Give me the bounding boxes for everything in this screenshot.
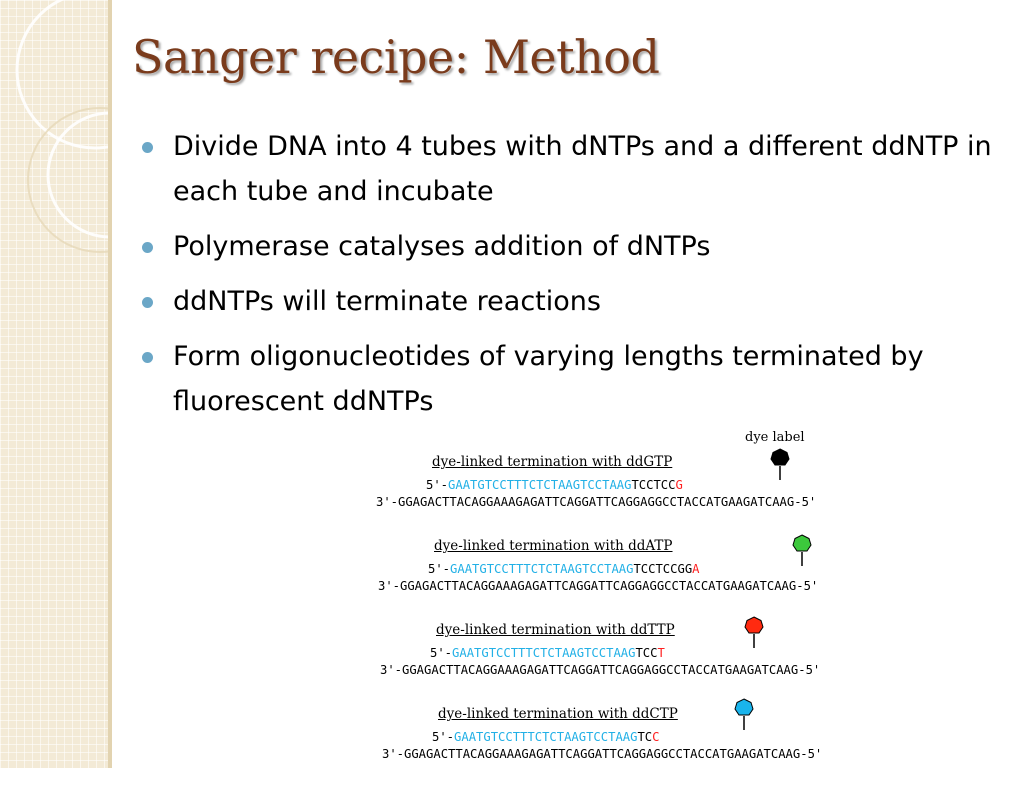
extension-sequence: TCCTCCGG — [633, 562, 693, 576]
decorative-side-band — [0, 0, 112, 768]
side-band-edge — [108, 0, 112, 768]
sanger-termination-figure: dye label dye-linked termination with dd… — [370, 426, 1000, 768]
strand-prefix: 5'- — [432, 730, 455, 744]
template-strand: 3'-GGAGACTTACAGGAAAGAGATTCAGGATTCAGGAGGC… — [380, 663, 821, 677]
primer-sequence: GAATGTCCTTTCTCTAAGTCCTAAG — [448, 478, 632, 492]
bullet-item: Polymerase catalyses addition of dNTPs — [140, 224, 1000, 269]
slide-title: Sanger recipe: Method — [132, 30, 660, 84]
termination-panel-ddgtp: dye-linked termination with ddGTP 5'-GAA… — [370, 448, 1000, 534]
bullet-text: ddNTPs will terminate reactions — [173, 286, 601, 317]
primer-sequence: GAATGTCCTTTCTCTAAGTCCTAAG — [454, 730, 638, 744]
bullet-dot-icon — [142, 297, 153, 308]
terminator-base: T — [657, 646, 665, 660]
panel-caption: dye-linked termination with ddTTP — [436, 622, 675, 638]
extension-sequence: TCC — [635, 646, 658, 660]
bullet-text: Divide DNA into 4 tubes with dNTPs and a… — [173, 131, 992, 207]
dye-marker-icon — [792, 534, 812, 566]
dye-marker-icon — [744, 616, 764, 648]
synthesized-strand: 5'-GAATGTCCTTTCTCTAAGTCCTAAGTCCTCCGGA — [428, 562, 700, 576]
panel-caption: dye-linked termination with ddATP — [434, 538, 673, 554]
synthesized-strand: 5'-GAATGTCCTTTCTCTAAGTCCTAAGTCCT — [430, 646, 665, 660]
strand-prefix: 5'- — [430, 646, 453, 660]
termination-panel-ddatp: dye-linked termination with ddATP 5'-GAA… — [370, 534, 1000, 618]
panel-caption: dye-linked termination with ddCTP — [438, 706, 678, 722]
bullet-dot-icon — [142, 242, 153, 253]
bullet-item: ddNTPs will terminate reactions — [140, 279, 1000, 324]
extension-sequence: TCCTCC — [631, 478, 676, 492]
bullet-text: Polymerase catalyses addition of dNTPs — [173, 231, 711, 262]
terminator-base: A — [692, 562, 700, 576]
synthesized-strand: 5'-GAATGTCCTTTCTCTAAGTCCTAAGTCC — [432, 730, 659, 744]
template-strand: 3'-GGAGACTTACAGGAAAGAGATTCAGGATTCAGGAGGC… — [376, 495, 817, 509]
termination-panel-ddttp: dye-linked termination with ddTTP 5'-GAA… — [370, 616, 1000, 702]
template-strand: 3'-GGAGACTTACAGGAAAGAGATTCAGGATTCAGGAGGC… — [382, 747, 823, 761]
termination-panel-ddctp: dye-linked termination with ddCTP 5'-GAA… — [370, 698, 1000, 786]
panel-caption: dye-linked termination with ddGTP — [432, 454, 673, 470]
bullet-dot-icon — [142, 142, 153, 153]
strand-prefix: 5'- — [426, 478, 449, 492]
bullet-item: Divide DNA into 4 tubes with dNTPs and a… — [140, 124, 1000, 214]
extension-sequence: TC — [637, 730, 653, 744]
primer-sequence: GAATGTCCTTTCTCTAAGTCCTAAG — [452, 646, 636, 660]
dye-marker-icon — [770, 448, 790, 480]
dye-marker-icon — [734, 698, 754, 730]
bullet-list: Divide DNA into 4 tubes with dNTPs and a… — [140, 124, 1000, 434]
terminator-base: C — [652, 730, 660, 744]
bullet-item: Form oligonucleotides of varying lengths… — [140, 334, 1000, 424]
template-strand: 3'-GGAGACTTACAGGAAAGAGATTCAGGATTCAGGAGGC… — [378, 579, 819, 593]
strand-prefix: 5'- — [428, 562, 451, 576]
primer-sequence: GAATGTCCTTTCTCTAAGTCCTAAG — [450, 562, 634, 576]
synthesized-strand: 5'-GAATGTCCTTTCTCTAAGTCCTAAGTCCTCCG — [426, 478, 683, 492]
bullet-dot-icon — [142, 352, 153, 363]
decorative-rings — [15, 0, 112, 253]
terminator-base: G — [675, 478, 683, 492]
dye-label-caption: dye label — [745, 430, 805, 445]
bullet-text: Form oligonucleotides of varying lengths… — [173, 341, 924, 417]
